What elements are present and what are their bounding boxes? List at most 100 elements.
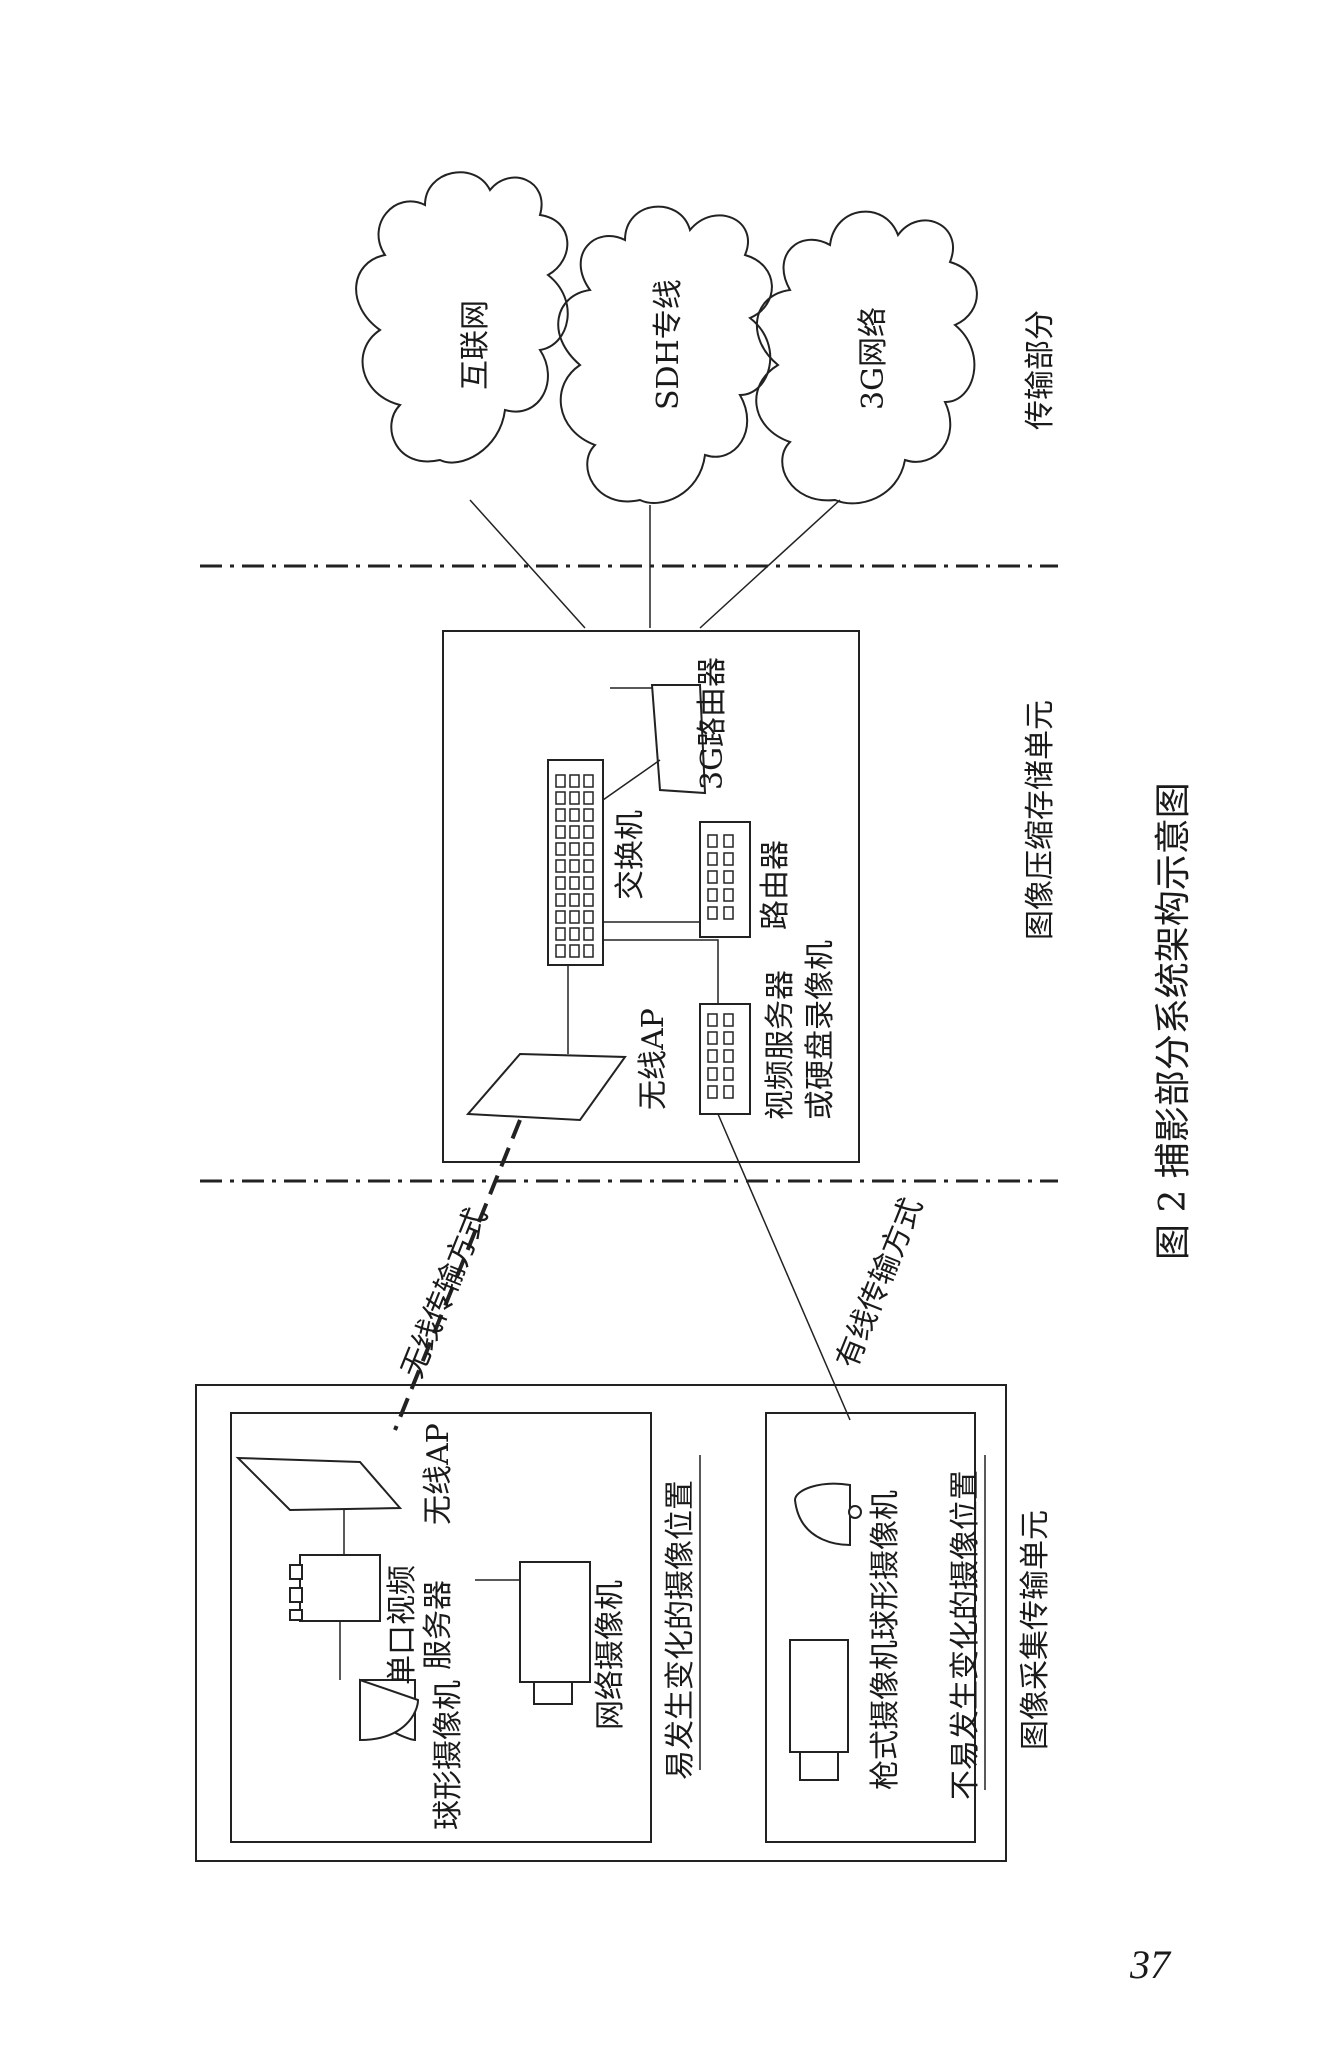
router-port: [723, 834, 734, 848]
network-camera-label: 网络摄像机: [593, 1580, 628, 1730]
router-port: [707, 870, 718, 884]
wireless-ap-compression: [465, 1052, 627, 1122]
acquisition-unit-box: [195, 1384, 1007, 1862]
switch-port: [583, 825, 594, 839]
switch-port: [583, 876, 594, 890]
bullet-camera-lens: [799, 1751, 839, 1781]
device-ports: [555, 774, 734, 1099]
single-port-server-device: [299, 1554, 381, 1622]
network-camera-lens: [533, 1681, 573, 1705]
wired-link-label: 有线传输方式: [830, 1193, 930, 1373]
switch-port: [583, 859, 594, 873]
switch-port: [583, 808, 594, 822]
switch-port: [555, 944, 566, 958]
switch-port: [569, 842, 580, 856]
switch-port: [583, 910, 594, 924]
video-server-port: [707, 1031, 718, 1045]
switch-port: [569, 893, 580, 907]
zone-compression-label: 图像压缩存储单元: [1023, 700, 1058, 940]
wired-link: [717, 1113, 851, 1421]
switch-port: [555, 808, 566, 822]
video-server-port: [707, 1085, 718, 1099]
changing-position-box: [230, 1412, 652, 1843]
router-port: [707, 888, 718, 902]
switch-port: [555, 825, 566, 839]
video-server-port: [707, 1067, 718, 1081]
dome-camera-stable: [793, 1482, 851, 1547]
switch-port: [555, 876, 566, 890]
cloud-sdh: [557, 205, 773, 504]
video-server-port: [707, 1049, 718, 1063]
bullet-camera-label: 枪式摄像机: [868, 1640, 903, 1790]
switch-port: [569, 791, 580, 805]
switch-port: [555, 774, 566, 788]
switch-to-video-server: [603, 939, 719, 1004]
wireless-link: [393, 1119, 522, 1431]
switch-port: [569, 944, 580, 958]
wireless-ap-acquisition-label: 无线AP: [421, 1423, 456, 1525]
switch-port: [555, 859, 566, 873]
compression-unit-box: [442, 630, 860, 1163]
switch-port: [555, 791, 566, 805]
cloud-internet: [355, 171, 569, 464]
link-3g: [699, 499, 841, 629]
switch-port: [569, 859, 580, 873]
switch-port: [583, 842, 594, 856]
router-label: 路由器: [758, 840, 793, 930]
video-server-port: [723, 1013, 734, 1027]
figure-caption: 图 2 捕影部分系统架构示意图: [1153, 782, 1194, 1260]
switch-port: [555, 842, 566, 856]
zone-acquisition-label: 图像采集传输单元: [1018, 1510, 1053, 1750]
dome-camera-changing-label: 球形摄像机: [431, 1680, 466, 1830]
router-3g-label: 3G路由器: [695, 657, 730, 790]
stable-box-label: 不易发生变化的摄像位置: [948, 1470, 983, 1800]
switch-port: [569, 910, 580, 924]
video-server-label-1: 视频服务器: [763, 970, 798, 1120]
zone-transmission-label: 传输部分: [1023, 310, 1058, 430]
video-server-port: [723, 1031, 734, 1045]
network-internet-label: 互联网: [458, 300, 493, 390]
single-port-server-label-2: 服务器: [421, 1580, 456, 1670]
switch-port: [555, 927, 566, 941]
router-port: [707, 906, 718, 920]
switch-to-3g-router: [602, 759, 661, 801]
video-server-port: [723, 1067, 734, 1081]
network-3g-label: 3G网络: [856, 307, 891, 410]
switch-port: [569, 825, 580, 839]
video-server-port: [723, 1049, 734, 1063]
router-port: [723, 870, 734, 884]
switch-port: [583, 944, 594, 958]
router-port: [723, 906, 734, 920]
switch-port: [569, 774, 580, 788]
wireless-ap-acquisition: [235, 1456, 403, 1512]
switch-label: 交换机: [613, 810, 648, 900]
switch-port: [555, 893, 566, 907]
switch-port: [583, 774, 594, 788]
dome-camera-stable-mount: [848, 1505, 862, 1519]
server-connectors: [289, 1564, 303, 1621]
link-internet: [469, 499, 586, 629]
switch-port: [569, 927, 580, 941]
changing-box-label: 易发生变化的摄像位置: [663, 1480, 698, 1780]
switch-port: [569, 808, 580, 822]
switch-port: [569, 876, 580, 890]
page-number: 37: [1129, 1942, 1172, 1987]
cloud-3g: [755, 210, 978, 505]
switch-port: [583, 791, 594, 805]
router-port: [723, 888, 734, 902]
network-sdh-label: SDH专线: [651, 279, 686, 410]
stable-position-box: [765, 1412, 976, 1843]
video-server-port: [707, 1013, 718, 1027]
router-port: [707, 834, 718, 848]
switch-port: [555, 910, 566, 924]
router-3g-device: [650, 684, 707, 795]
network-camera-device: [519, 1561, 591, 1683]
single-port-server-label-1: 单口视频: [385, 1565, 420, 1685]
dome-camera-changing: [358, 1678, 420, 1742]
video-server-label-2: 或硬盘录像机: [803, 940, 838, 1120]
wireless-ap-compression-label: 无线AP: [636, 1008, 671, 1110]
router-port: [723, 852, 734, 866]
dome-camera-stable-label: 球形摄像机: [868, 1490, 903, 1640]
wireless-link-label: 无线传输方式: [395, 1203, 495, 1383]
